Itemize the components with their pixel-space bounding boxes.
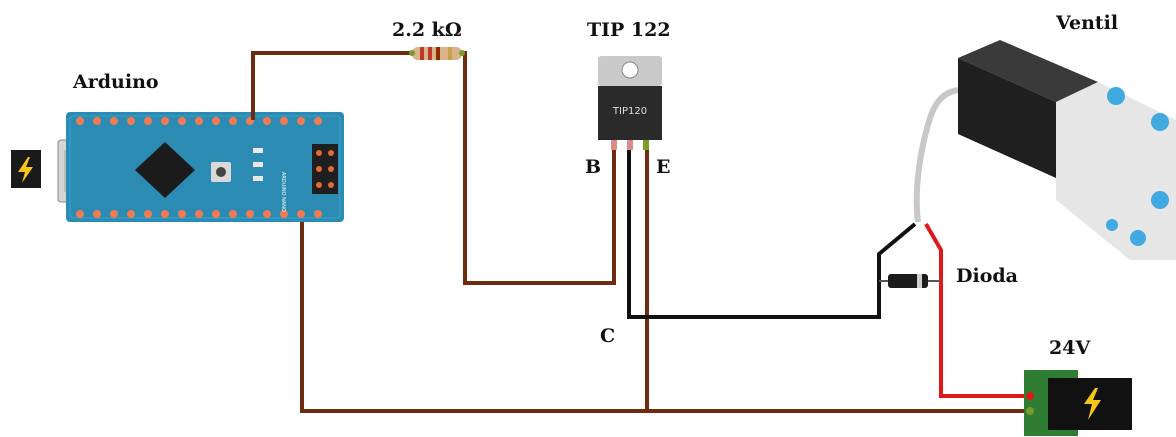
header-pin bbox=[178, 210, 186, 218]
header-pin bbox=[93, 117, 101, 125]
dc-power-jack bbox=[1024, 370, 1132, 436]
header-pin bbox=[110, 117, 118, 125]
header-pin bbox=[314, 117, 322, 125]
solenoid-valve bbox=[958, 40, 1176, 260]
diode-label: Dioda bbox=[956, 265, 1018, 287]
wire-arduino-to-resistor bbox=[251, 51, 412, 120]
resistor-value-label: 2.2 kΩ bbox=[392, 19, 462, 41]
tip-transistor: TIP120 bbox=[598, 56, 662, 150]
base-pin-label: B bbox=[585, 156, 602, 178]
diode bbox=[888, 274, 928, 288]
header-pin bbox=[212, 117, 220, 125]
header-pin bbox=[280, 117, 288, 125]
wire-ground bbox=[300, 222, 1030, 413]
supply-voltage-label: 24V bbox=[1049, 337, 1091, 359]
header-pin bbox=[195, 117, 203, 125]
header-pin bbox=[178, 117, 186, 125]
emitter-pin-label: E bbox=[656, 156, 671, 178]
header-pin bbox=[161, 210, 169, 218]
header-pin bbox=[297, 210, 305, 218]
wire-supply-positive bbox=[924, 223, 1030, 398]
icsp-header bbox=[312, 144, 338, 194]
header-pin bbox=[93, 210, 101, 218]
bottom-header-pins bbox=[76, 210, 322, 218]
top-header-pins bbox=[76, 117, 322, 125]
header-pin bbox=[246, 210, 254, 218]
arduino-pcb bbox=[66, 112, 344, 222]
transistor-label: TIP 122 bbox=[587, 19, 671, 41]
arduino-label: Arduino bbox=[73, 71, 159, 93]
header-pin bbox=[212, 210, 220, 218]
header-pin bbox=[314, 210, 322, 218]
resistor-2k2 bbox=[409, 47, 465, 60]
header-pin bbox=[229, 210, 237, 218]
microcontroller-chip bbox=[135, 142, 195, 198]
header-pin bbox=[144, 117, 152, 125]
header-pin bbox=[144, 210, 152, 218]
header-pin bbox=[110, 210, 118, 218]
valve-cable bbox=[913, 87, 959, 223]
header-pin bbox=[280, 210, 288, 218]
header-pin bbox=[161, 117, 169, 125]
arduino-nano-board: ARDUINO NANO bbox=[57, 112, 344, 222]
usb-power-icon bbox=[11, 150, 41, 188]
header-pin bbox=[263, 117, 271, 125]
header-pin bbox=[195, 210, 203, 218]
header-pin bbox=[229, 117, 237, 125]
header-pin bbox=[263, 210, 271, 218]
collector-pin-label: C bbox=[600, 325, 616, 347]
svg-text:ARDUINO NANO: ARDUINO NANO bbox=[280, 172, 286, 212]
wires bbox=[251, 51, 1030, 413]
header-pin bbox=[297, 117, 305, 125]
header-pin bbox=[76, 210, 84, 218]
svg-text:TIP120: TIP120 bbox=[612, 106, 647, 117]
header-pin bbox=[127, 210, 135, 218]
header-pin bbox=[127, 117, 135, 125]
valve-label: Ventil bbox=[1056, 12, 1119, 34]
header-pin bbox=[76, 117, 84, 125]
wire-collector-to-valve bbox=[627, 147, 917, 319]
